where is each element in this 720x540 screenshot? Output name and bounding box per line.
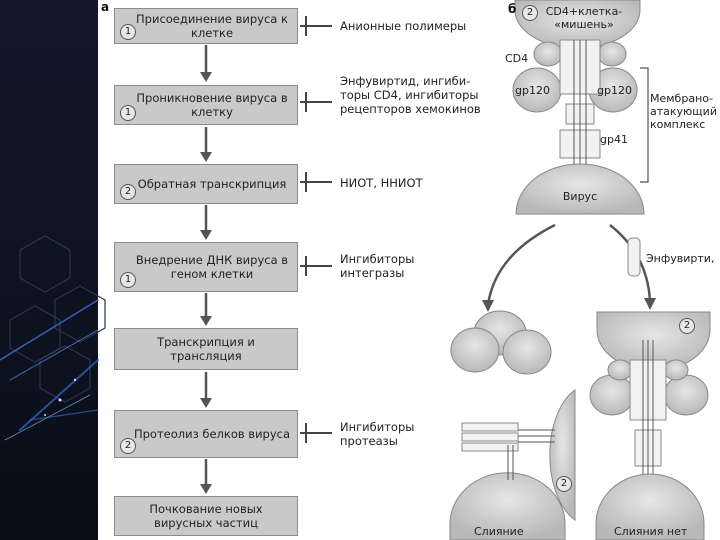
step-box-attachment: Присоединение вируса к клетке 1 — [114, 8, 298, 44]
drug-label-attachment: Анионные полимеры — [340, 19, 467, 33]
step-text: Внедрение ДНК вируса в геном клетки — [135, 253, 289, 281]
panel-a-label: а — [101, 0, 110, 14]
drug-label-proteolysis: Ингибиторы протеазы — [340, 420, 415, 448]
cd4-label: CD4 — [505, 52, 529, 65]
gp120-subunits — [512, 67, 638, 113]
arrow-to-fusion — [486, 223, 556, 306]
step-badge: 1 — [120, 24, 136, 40]
target-cell-label: CD4+клетка- «мишень» — [545, 5, 623, 31]
step-box-budding: Почкование новых вирусных частиц — [114, 496, 298, 536]
no-fusion-label: Слияния нет — [614, 525, 688, 538]
step-box-integration: Внедрение ДНК вируса в геном клетки 1 — [114, 242, 298, 292]
step-text: Почкование новых вирусных частиц — [149, 502, 263, 530]
step-badge: 2 — [120, 184, 136, 200]
step-text: Присоединение вируса к клетке — [136, 12, 288, 40]
step-box-reverse-transcription: Обратная транскрипция 2 — [114, 164, 298, 204]
step-box-proteolysis: Протеолиз белков вируса 2 — [114, 410, 298, 458]
gp41-complex — [559, 39, 601, 180]
fusion-badge: 2 — [556, 476, 572, 492]
step-text: Проникновение вируса в клетку — [136, 91, 288, 119]
virus-label: Вирус — [562, 190, 598, 203]
target-cell-badge: 2 — [522, 5, 538, 21]
step-box-penetration: Проникновение вируса в клетку 1 — [114, 85, 298, 125]
gp120-right-label: gp120 — [597, 84, 632, 97]
panel-b-label: б — [508, 2, 517, 16]
step-box-transcription: Транскрипция и трансляция — [114, 328, 298, 370]
flow-arrows — [200, 45, 212, 494]
fusion-label: Слияние — [474, 525, 524, 538]
light-streaks-decoration — [0, 299, 99, 441]
blocked-fusion-scene — [589, 311, 711, 540]
cd4-receptor — [533, 41, 627, 67]
fusion-scene — [449, 389, 576, 540]
drug-label-reverse-transcription: НИОТ, ННИОТ — [340, 176, 423, 190]
drug-label-integration: Ингибиторы интегразы — [340, 252, 415, 280]
arrow-head-fusion — [482, 300, 494, 312]
complex-label: Мембрано- атакующий комплекс — [650, 92, 717, 131]
shed-gp120-cluster — [450, 310, 552, 375]
complex-bracket — [640, 67, 649, 183]
inhibitor-bars — [300, 16, 332, 443]
step-badge: 2 — [120, 438, 136, 454]
step-badge: 1 — [120, 272, 136, 288]
gp120-left-label: gp120 — [515, 84, 550, 97]
gp41-label: gp41 — [600, 133, 628, 146]
step-text: Транскрипция и трансляция — [157, 335, 255, 363]
dark-background-strip — [0, 0, 98, 540]
drug-label-penetration: Энфувиртид, ингиби- торы CD4, ингибиторы… — [340, 74, 481, 116]
enfuvirtide-label: Энфувирти, — [646, 252, 715, 265]
enfuvirtide-molecule — [627, 237, 641, 277]
virus-particle — [515, 163, 645, 215]
step-badge: 1 — [120, 105, 136, 121]
arrow-head-blocked — [644, 298, 656, 310]
hexagon-decoration — [9, 235, 106, 403]
step-text: Протеолиз белков вируса — [133, 427, 291, 441]
no-fusion-badge: 2 — [679, 318, 695, 334]
step-text: Обратная транскрипция — [137, 177, 287, 191]
